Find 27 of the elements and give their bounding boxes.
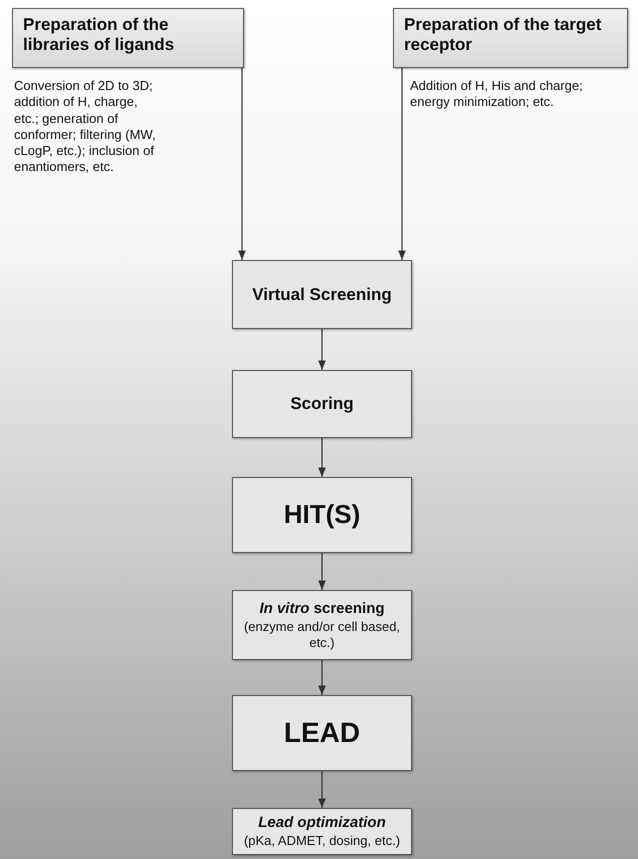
process-box	[232, 590, 412, 660]
box-heading: Preparation of the libraries of ligands	[23, 15, 176, 54]
process-box	[393, 8, 628, 68]
box-heading: LEAD	[284, 716, 360, 750]
box-heading: In vitro screening	[259, 600, 385, 618]
process-box	[232, 695, 412, 771]
box-heading: HIT(S)	[284, 500, 360, 530]
process-box	[232, 260, 412, 329]
box-heading: Preparation of the target receptor	[404, 15, 602, 54]
description-text: Addition of H, His and charge; energy minimization; etc.	[410, 78, 584, 110]
box-text: (enzyme and/or cell based, etc.)	[242, 619, 402, 650]
description-text: Conversion of 2D to 3D; addition of H, charge, etc.; generation of conformer; filtering (MW, cLogP, etc.); inclusion of enantiomers, etc.	[14, 78, 157, 176]
box-heading: Scoring	[290, 394, 354, 414]
arrow	[398, 68, 406, 260]
arrow	[318, 660, 326, 695]
box-text: (pKa, ADMET, dosing, etc.)	[244, 833, 400, 849]
process-box	[232, 477, 412, 553]
arrow	[318, 329, 326, 370]
box-heading: Virtual Screening	[252, 284, 392, 304]
box-heading: Lead optimization	[258, 814, 386, 832]
arrow	[318, 438, 326, 477]
process-box	[12, 8, 244, 68]
arrow	[318, 553, 326, 590]
process-box	[232, 808, 412, 855]
process-box	[232, 370, 412, 438]
arrow	[238, 68, 246, 260]
arrow	[318, 771, 326, 808]
